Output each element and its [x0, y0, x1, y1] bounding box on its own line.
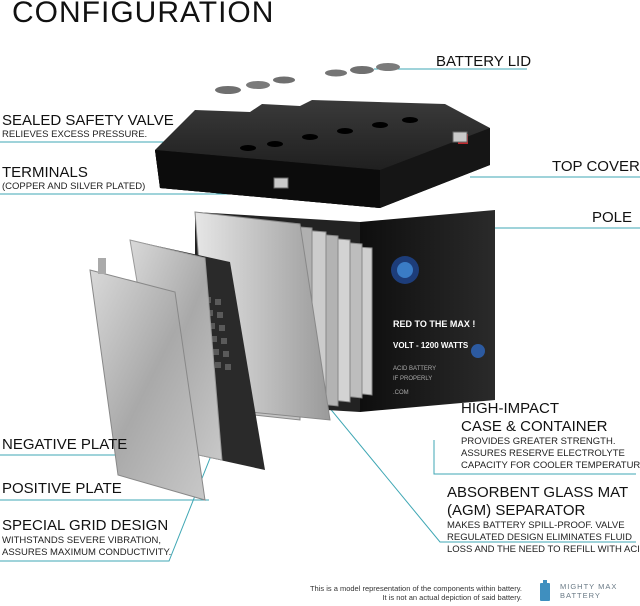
label-top-cover: TOP COVER	[552, 158, 640, 175]
label-agm-sub3: LOSS AND THE NEED TO REFILL WITH ACID.	[447, 544, 640, 555]
label-agm-line2: (AGM) SEPARATOR	[447, 502, 585, 519]
label-case-line2: CASE & CONTAINER	[461, 418, 607, 435]
battery-front-small2: IF PROPERLY	[393, 376, 432, 382]
label-pole: POLE	[592, 209, 632, 226]
label-grid-sub1: WITHSTANDS SEVERE VIBRATION,	[2, 535, 161, 546]
label-battery-lid: BATTERY LID	[436, 53, 531, 70]
label-agm-sub2: REGULATED DESIGN ELIMINATES FLUID	[447, 532, 632, 543]
disclaimer-line2: It is not an actual depiction of said ba…	[310, 593, 522, 602]
label-agm-sub1: MAKES BATTERY SPILL-PROOF. VALVE	[447, 520, 625, 531]
battery-lid-caps	[215, 63, 400, 94]
brand-logo-text: MIGHTY MAX BATTERY	[560, 583, 617, 600]
label-sealed-safety-valve: SEALED SAFETY VALVE	[2, 112, 174, 129]
label-case-sub3: CAPACITY FOR COOLER TEMPERATURES.	[461, 460, 640, 471]
mightymax-logo-icon	[540, 580, 550, 601]
battery-front-small1: ACID BATTERY	[393, 366, 436, 372]
label-terminals-sub: (COPPER AND SILVER PLATED)	[2, 181, 145, 192]
label-sealed-safety-valve-sub: RELIEVES EXCESS PRESSURE.	[2, 129, 147, 140]
label-case-sub1: PROVIDES GREATER STRENGTH.	[461, 436, 615, 447]
brand-line2: BATTERY	[560, 592, 617, 601]
disclaimer: This is a model representation of the co…	[310, 584, 522, 602]
battery-front-slogan: RED TO THE MAX !	[393, 319, 475, 329]
label-grid-sub2: ASSURES MAXIMUM CONDUCTIVITY.	[2, 547, 171, 558]
label-special-grid-design: SPECIAL GRID DESIGN	[2, 517, 168, 534]
label-case-line1: HIGH-IMPACT	[461, 400, 559, 417]
label-agm-line1: ABSORBENT GLASS MAT	[447, 484, 628, 501]
label-positive-plate: POSITIVE PLATE	[2, 480, 122, 497]
top-cover	[155, 100, 490, 208]
label-case-sub2: ASSURES RESERVE ELECTROLYTE	[461, 448, 625, 459]
label-terminals: TERMINALS	[2, 164, 88, 181]
label-negative-plate: NEGATIVE PLATE	[2, 436, 127, 453]
page-title: CONFIGURATION	[12, 0, 274, 30]
disclaimer-line1: This is a model representation of the co…	[310, 584, 522, 593]
battery-front-rating: VOLT - 1200 WATTS	[393, 341, 469, 350]
battery-front-small3: .COM	[393, 390, 409, 396]
